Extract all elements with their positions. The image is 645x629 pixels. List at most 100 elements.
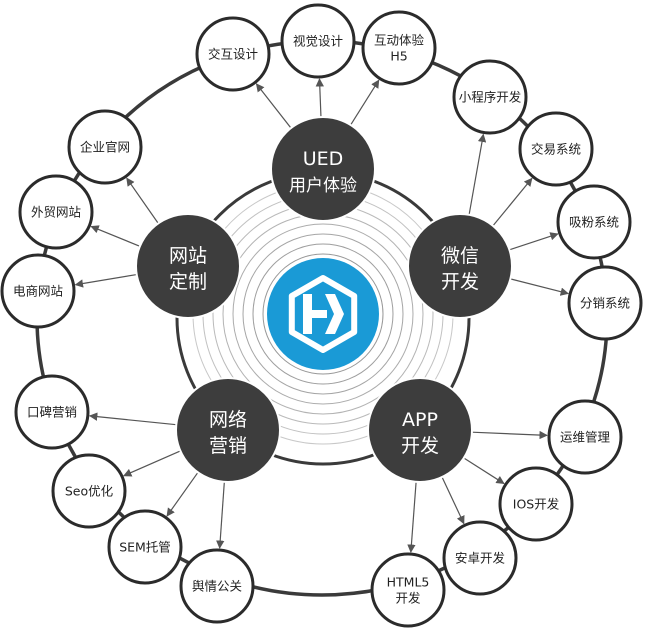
- service-node-label: 企业官网: [80, 140, 130, 155]
- service-node-label: 外贸网站: [31, 205, 81, 220]
- service-node-circle: [518, 111, 594, 187]
- center-logo: [267, 258, 379, 370]
- service-node-label: Seo优化: [65, 484, 114, 499]
- service-node-circle: [107, 509, 183, 585]
- hub-node-link: [463, 457, 505, 485]
- service-node-label: 电商网站: [13, 284, 63, 299]
- service-node[interactable]: 舆情公关: [179, 548, 255, 624]
- service-node[interactable]: 电商网站: [0, 253, 76, 329]
- link-layer: [74, 78, 569, 553]
- hub-label-line2: 营销: [209, 435, 247, 457]
- service-node-label: 运维管理: [560, 430, 611, 445]
- hub-circle: [407, 213, 513, 319]
- service-node-circle: [18, 174, 94, 250]
- logo-chevron: [325, 294, 344, 334]
- hub-label-line1: 网络: [209, 409, 247, 431]
- concentric-ring: [232, 223, 414, 405]
- hub-label-line1: APP: [402, 409, 438, 431]
- service-node-label: 交互设计: [208, 47, 258, 62]
- hub-label-line1: UED: [303, 148, 344, 170]
- service-node-circle: [370, 552, 446, 628]
- service-node[interactable]: Seo优化: [51, 453, 127, 529]
- service-node[interactable]: 安卓开发: [442, 520, 518, 596]
- concentric-ring: [242, 233, 404, 395]
- hub-circle: [175, 377, 281, 483]
- service-node-circle: [195, 16, 271, 92]
- hub-node-link: [216, 481, 225, 549]
- hub-node-link: [88, 412, 177, 426]
- service-node-label: SEM托管: [119, 540, 171, 555]
- hub-node-link: [407, 481, 417, 553]
- service-node[interactable]: 分销系统: [567, 265, 643, 341]
- service-node[interactable]: 企业官网: [67, 109, 143, 185]
- service-node-label: H5: [390, 49, 407, 64]
- hub-node-link: [255, 83, 292, 129]
- service-node-circle: [556, 184, 632, 260]
- service-node-circle: [498, 466, 574, 542]
- service-node-label: 吸粉系统: [569, 215, 619, 230]
- logo-bar-left: [303, 294, 312, 334]
- hub-circle: [367, 377, 473, 483]
- service-node-label: 交易系统: [531, 142, 581, 157]
- hub-circle: [270, 116, 376, 222]
- hub-node-link: [74, 273, 137, 288]
- hub-node-link: [90, 225, 141, 247]
- service-node-circle: [179, 548, 255, 624]
- service-node-circle: [51, 453, 127, 529]
- hub-node-link: [123, 450, 181, 477]
- service-node[interactable]: IOS开发: [498, 466, 574, 542]
- service-node-label: 互动体验: [374, 33, 425, 48]
- service-node[interactable]: SEM托管: [107, 509, 183, 585]
- service-node-circle: [14, 374, 90, 450]
- service-node[interactable]: 口碑营销: [14, 374, 90, 450]
- service-node-circle: [452, 59, 528, 135]
- service-node-circle: [67, 109, 143, 185]
- service-node-circle: [0, 253, 76, 329]
- concentric-ring: [252, 243, 394, 385]
- hub-node-link: [510, 278, 569, 296]
- service-node-label: 舆情公关: [192, 579, 242, 594]
- logo-bar-mid: [311, 310, 327, 318]
- hub-node-link: [468, 133, 487, 215]
- service-node-circle: [280, 3, 356, 79]
- hub-node-link: [509, 232, 559, 251]
- service-node-label: HTML5: [387, 575, 430, 590]
- service-node-circle: [361, 10, 437, 86]
- hub-node-link: [350, 79, 380, 126]
- service-node[interactable]: 交易系统: [518, 111, 594, 187]
- hub-node-link: [126, 177, 159, 224]
- service-node[interactable]: 视觉设计: [280, 3, 356, 79]
- hub-node-link: [471, 430, 548, 440]
- hub-label-line2: 定制: [169, 271, 207, 293]
- service-node-label: 分销系统: [580, 296, 630, 311]
- service-node[interactable]: 小程序开发: [452, 59, 528, 135]
- hub-label-line1: 微信: [441, 245, 479, 267]
- service-node-circle: [442, 520, 518, 596]
- service-node-label: 口碑营销: [27, 405, 77, 420]
- service-node-label: 小程序开发: [459, 90, 522, 105]
- service-node-circle: [567, 265, 643, 341]
- hub-label-line2: 开发: [441, 271, 479, 293]
- service-node[interactable]: 交互设计: [195, 16, 271, 92]
- hub-circle: [135, 213, 241, 319]
- concentric-ring: [262, 253, 384, 375]
- hub-node-link: [492, 177, 533, 227]
- service-node-circle: [547, 399, 623, 475]
- hexagon-icon: [288, 275, 358, 353]
- service-node-label: 开发: [395, 591, 421, 606]
- service-node[interactable]: 吸粉系统: [556, 184, 632, 260]
- center-layer: [267, 258, 379, 370]
- hub-node-link: [315, 78, 324, 118]
- service-node[interactable]: 外贸网站: [18, 174, 94, 250]
- service-node[interactable]: 运维管理: [547, 399, 623, 475]
